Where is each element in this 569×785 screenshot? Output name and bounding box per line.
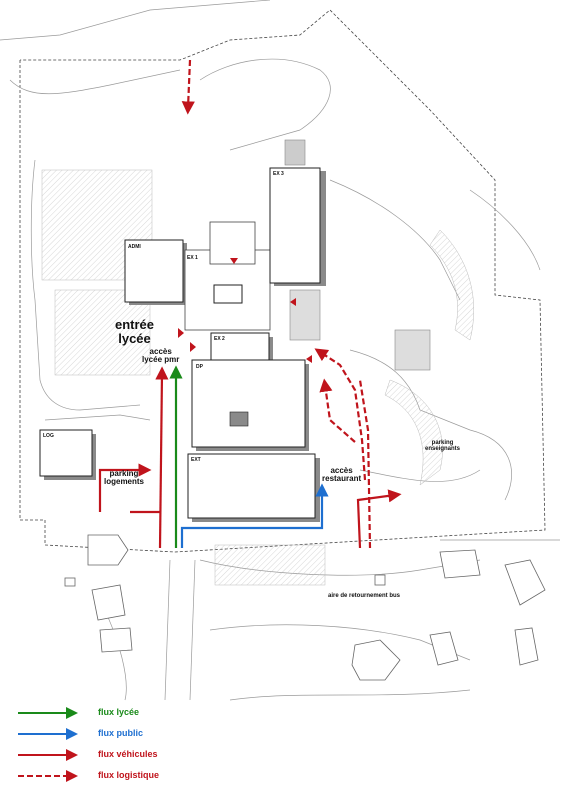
legend-label: flux public	[98, 728, 143, 738]
label-entree-lycee: entrée lycée	[115, 317, 155, 346]
label-acces-restaurant: accès restaurant	[322, 466, 362, 484]
buildings	[39, 139, 431, 522]
legend-item-flux-public: flux public	[14, 727, 214, 741]
site-boundary	[19, 9, 546, 553]
building-label-log: LOG	[43, 433, 54, 439]
flux-public-paths	[180, 483, 329, 548]
legend-arrows	[18, 707, 78, 782]
legend-item-flux-lycee: flux lycée	[14, 706, 214, 720]
label-parking-logements: parking logements	[104, 469, 145, 487]
building-label-dp: DP	[196, 364, 203, 370]
legend-label: flux logistique	[98, 770, 160, 780]
building-label-ex3: EX 3	[273, 171, 284, 177]
legend-item-flux-logistique: flux logistique	[14, 769, 214, 783]
label-parking-enseignants: parking enseignants	[425, 440, 461, 453]
label-aire-retournement-bus: aire de retournement bus	[328, 593, 401, 599]
label-acces-lycee-pmr: accès lycée pmr	[142, 347, 180, 365]
building-label-ex2: EX 2	[214, 336, 225, 342]
entry-markers	[178, 258, 312, 363]
houses	[64, 534, 546, 681]
legend-item-flux-vehicules: flux véhicules	[14, 748, 214, 762]
building-label-ex1: EX 1	[187, 255, 198, 261]
building-label-admi: ADMI	[128, 244, 141, 250]
legend-label: flux véhicules	[98, 749, 158, 759]
flux-vehicules-paths	[98, 366, 402, 549]
building-label-ext: EXT	[191, 457, 201, 463]
flux-logistique-paths	[181, 59, 372, 549]
legend-label: flux lycée	[98, 707, 140, 717]
